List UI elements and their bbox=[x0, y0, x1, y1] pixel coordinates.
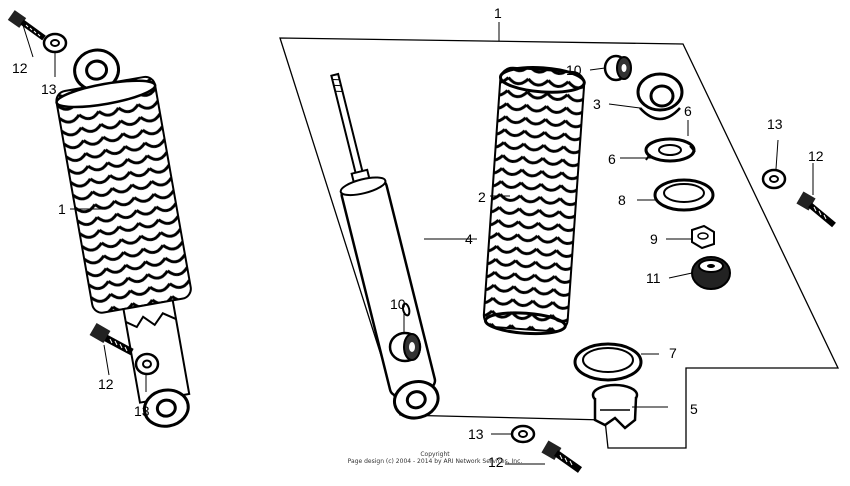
callout-bolt-bottom: 12 bbox=[488, 454, 504, 470]
callout-bolt-right: 12 bbox=[808, 148, 824, 164]
washer-top-left bbox=[42, 32, 68, 54]
washer-mid-left bbox=[134, 352, 160, 376]
callout-damper: 4 bbox=[465, 231, 473, 247]
callout-upper-spring-seat: 3 bbox=[593, 96, 601, 112]
copyright-notice: Copyright Page design (c) 2004 - 2014 by… bbox=[335, 451, 535, 465]
callout-collar-b: 6 bbox=[608, 151, 616, 167]
callout-nut: 9 bbox=[650, 231, 658, 247]
callout-lower-spring-seat: 5 bbox=[690, 401, 698, 417]
callout-collar-a: 6 bbox=[684, 103, 692, 119]
split-collar bbox=[644, 137, 696, 163]
seat-ring bbox=[573, 342, 643, 382]
retainer-ring bbox=[653, 178, 715, 212]
bolt-top-left bbox=[7, 10, 46, 41]
callout-assembly-top: 1 bbox=[494, 5, 502, 21]
assembly-frame bbox=[279, 37, 840, 449]
bolt-right bbox=[796, 191, 836, 228]
copyright-line1: Copyright bbox=[420, 451, 450, 458]
bushing-damper bbox=[388, 331, 422, 363]
coil-spring bbox=[482, 66, 586, 336]
callout-washer-bottom: 13 bbox=[468, 426, 484, 442]
callout-rubber-mount: 11 bbox=[646, 270, 661, 286]
leader-lines bbox=[21, 21, 814, 465]
callout-left-shock: 1 bbox=[58, 201, 66, 217]
callout-bolt-mid-left: 12 bbox=[98, 376, 114, 392]
bolt-mid-left bbox=[89, 322, 134, 356]
callout-washer-mid-left: 13 bbox=[134, 403, 150, 419]
callout-washer-top-left: 13 bbox=[41, 81, 57, 97]
callout-bushing-damper: 10 bbox=[390, 296, 406, 312]
callout-bolt-top-left: 12 bbox=[12, 60, 28, 76]
callout-washer-right: 13 bbox=[767, 116, 783, 132]
callout-bushing-top: 10 bbox=[566, 62, 582, 78]
bushing-top bbox=[603, 54, 632, 82]
upper-spring-seat bbox=[636, 72, 684, 121]
rubber-mount bbox=[691, 256, 731, 290]
callout-retainer-ring: 8 bbox=[618, 192, 626, 208]
washer-bottom bbox=[510, 424, 536, 444]
callout-seat-ring: 7 bbox=[669, 345, 677, 361]
lower-spring-seat bbox=[591, 383, 639, 430]
bolt-bottom bbox=[541, 440, 583, 473]
washer-right bbox=[761, 168, 787, 190]
callout-spring: 2 bbox=[478, 189, 486, 205]
assembled-shock-absorber bbox=[55, 48, 192, 428]
damper-unit bbox=[330, 72, 440, 420]
copyright-line2: Page design (c) 2004 - 2014 by ARI Netwo… bbox=[347, 458, 523, 466]
